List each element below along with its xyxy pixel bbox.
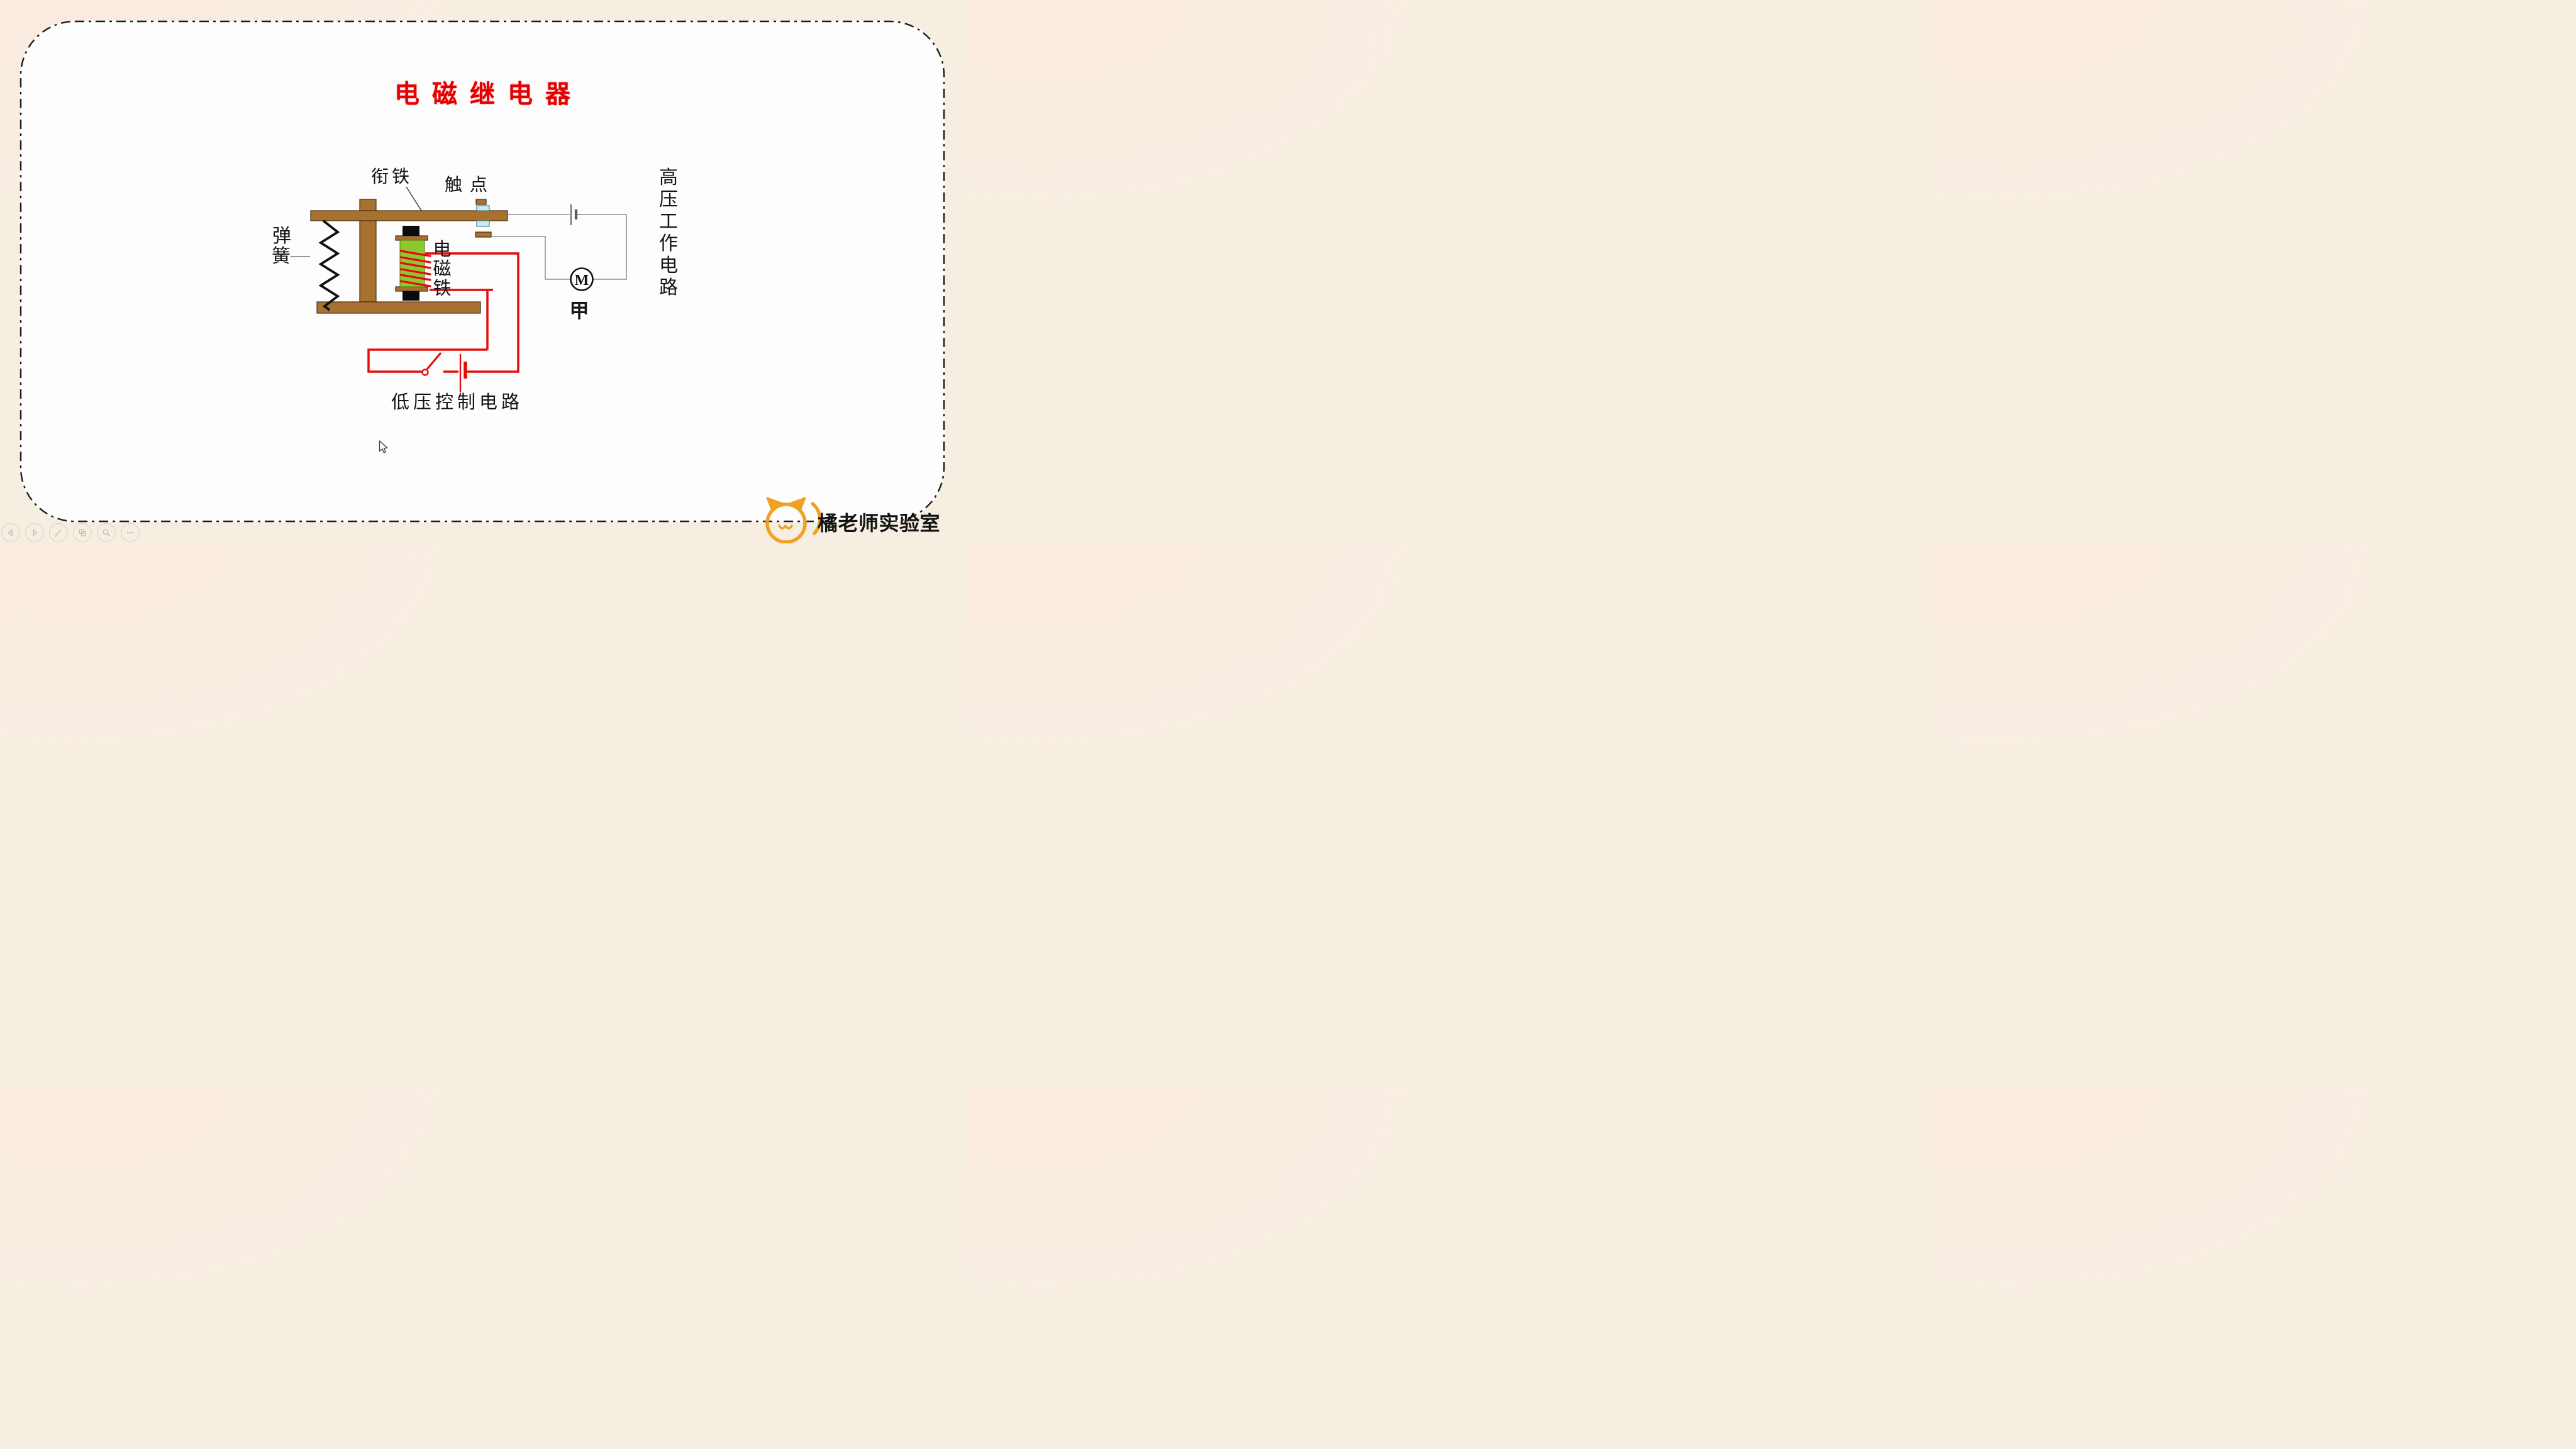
- switch-icon: [421, 369, 429, 376]
- svg-text:电: 电: [433, 239, 451, 260]
- coil-core-bottom: [402, 291, 419, 301]
- contact-lower: [476, 220, 490, 227]
- lv-circuit: [367, 252, 519, 392]
- svg-text:电: 电: [659, 255, 678, 276]
- mouse-cursor: [379, 440, 388, 453]
- label-contact: 触点: [445, 175, 495, 195]
- zoom-icon: [103, 529, 110, 536]
- switch-lever: [426, 352, 442, 370]
- motor-letter: M: [575, 272, 589, 289]
- fixed-contact-block: [475, 231, 492, 238]
- svg-text:工: 工: [659, 211, 678, 232]
- svg-text:路: 路: [659, 277, 678, 298]
- spring-zigzag: [318, 219, 340, 311]
- svg-text:高: 高: [659, 167, 678, 188]
- relay-diagram: M 衔铁 触点 弹 簧 电 磁 铁 高 压 工 作 电 路 甲 低压控制电路 橘…: [19, 20, 945, 543]
- lv-wire-coil-top: [425, 252, 519, 373]
- pen-icon: [55, 529, 62, 537]
- armature-leader-line: [406, 186, 422, 211]
- coil-flange-top: [395, 235, 428, 241]
- slides-icon: [79, 529, 86, 536]
- slide-dashed-border: [19, 20, 945, 523]
- slide-panel: [20, 21, 945, 522]
- hv-wire-contact: [491, 236, 571, 280]
- label-motor-caption: 甲: [570, 300, 589, 322]
- svg-text:作: 作: [659, 233, 678, 254]
- lv-wire-loop-left: [367, 348, 487, 373]
- toolbar-button-next[interactable]: [25, 523, 44, 542]
- label-armature: 衔铁: [371, 167, 413, 187]
- toolbar-button-pen[interactable]: [49, 523, 68, 542]
- previous-icon: [8, 529, 13, 536]
- label-hv-circuit: 高 压 工 作 电 路: [659, 167, 678, 298]
- next-icon: [33, 529, 38, 536]
- motor-icon: [570, 267, 594, 291]
- toolbar-button-more[interactable]: [121, 523, 140, 542]
- more-icon: [126, 531, 134, 534]
- svg-text:磁: 磁: [433, 258, 451, 279]
- brand-logo-text: 橘老师实验室: [818, 512, 940, 535]
- armature-bar: [310, 210, 508, 221]
- coil-winding: [399, 250, 431, 287]
- svg-text:弹: 弹: [272, 226, 291, 247]
- label-spring: 弹 簧: [272, 226, 291, 267]
- hv-wire-right: [577, 214, 627, 280]
- contact-upper: [476, 205, 490, 211]
- toolbar-button-slides[interactable]: [73, 523, 92, 542]
- coil-core-top: [402, 226, 419, 236]
- label-lv-circuit: 低压控制电路: [391, 392, 523, 413]
- contact-mount-block: [475, 199, 487, 205]
- cat-icon: [765, 497, 822, 543]
- brand-logo: 橘老师实验室: [765, 497, 940, 543]
- coil-flange-bottom: [395, 286, 428, 292]
- base-bar: [316, 301, 481, 314]
- hv-circuit: [491, 214, 627, 280]
- page-title: 电磁继电器: [394, 80, 583, 108]
- svg-text:铁: 铁: [433, 278, 451, 299]
- toolbar-button-zoom[interactable]: [97, 523, 116, 542]
- label-electromagnet: 电 磁 铁: [433, 239, 451, 299]
- svg-text:簧: 簧: [272, 246, 291, 267]
- toolbar-button-previous[interactable]: [1, 523, 20, 542]
- svg-text:压: 压: [659, 189, 678, 210]
